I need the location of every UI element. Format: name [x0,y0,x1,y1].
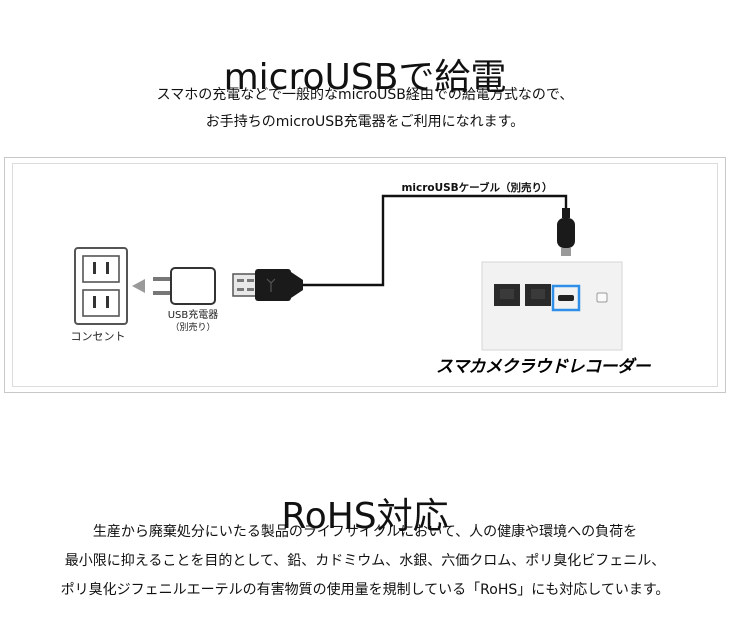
lan-port-icon [494,284,520,306]
micro-usb-port-icon [558,295,574,301]
description-line: 最小限に抑えることを目的として、鉛、カドミウム、水銀、六価クロム、ポリ臭化ビフェ… [64,553,666,569]
micro-usb-plug-icon [557,208,575,256]
usb-charger-icon [153,267,216,305]
diagram-inner-frame [12,163,718,387]
usb-cable [303,194,568,287]
left-arrow-icon [132,279,145,293]
led-indicator-icon [596,292,608,303]
cable-label: microUSBケーブル（別売り） [401,181,552,194]
usb-a-plug-icon [232,269,303,301]
lan-port-icon [525,284,551,306]
description-line: お手持ちのmicroUSB充電器をご利用になれます。 [205,114,525,130]
section-title-microusb: microUSBで給電 [223,57,507,99]
description-line: 生産から廃棄処分にいたる製品のライフサイクルにおいて、人の健康や環境への負荷を [92,524,638,540]
charger-note: （別売り） [170,321,215,333]
outlet-label: コンセント [71,330,126,343]
description-line: スマホの充電などで一般的なmicroUSB経由での給電方式なので、 [156,87,574,103]
rohs-description: 生産から廃棄処分にいたる製品のライフサイクルにおいて、人の健康や環境への負荷を … [0,518,730,605]
charger-label: USB充電器 [168,308,219,321]
microusb-description: スマホの充電などで一般的なmicroUSB経由での給電方式なので、 お手持ちのm… [0,82,730,136]
micro-usb-port-highlight [551,284,581,312]
description-line: ポリ臭化ジフェニルエーテルの有害物質の使用量を規制している「RoHS」にも対応し… [60,582,670,598]
recorder-device [481,261,623,351]
power-diagram: コンセント USB充電器 （別売り） microUSBケーブル（別売り） [4,157,726,393]
section-title-rohs: RoHS対応 [281,496,449,538]
product-logo: スマカメクラウドレコーダー [436,357,651,377]
diagram-canvas: コンセント USB充電器 （別売り） microUSBケーブル（別売り） [71,181,652,377]
outlet-icon [74,247,128,325]
